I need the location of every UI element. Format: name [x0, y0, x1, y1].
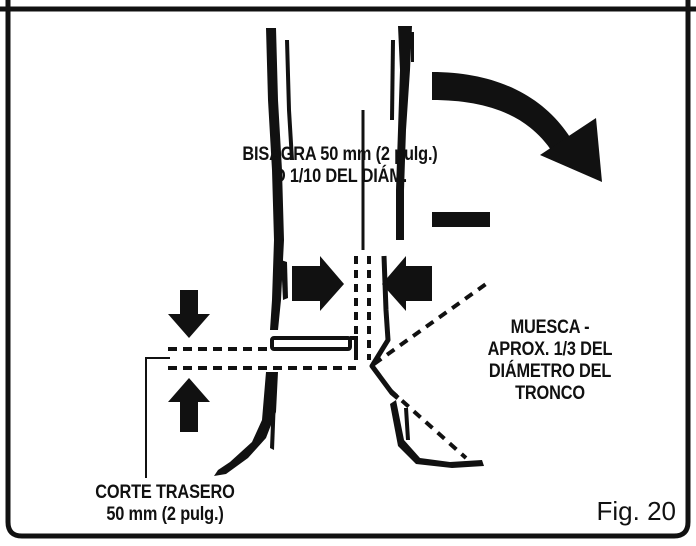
notch-label-line-3: DIÁMETRO DEL — [488, 361, 612, 382]
fall-direction-arrow — [432, 72, 602, 182]
backcut-arrow-down — [168, 290, 210, 338]
trunk-left-bark — [266, 28, 294, 330]
trunk-right-bark — [390, 26, 414, 240]
notch-label: MUESCA - APROX. 1/3 DEL DIÁMETRO DEL TRO… — [455, 317, 644, 405]
notch-cut — [369, 255, 488, 460]
notch-label-line-4: TRONCO — [515, 383, 585, 404]
backcut-height-dashes — [168, 347, 356, 370]
notch-label-line-1: MUESCA - — [510, 317, 590, 338]
hinge-label-line-1: BISAGRA 50 mm (2 pulg.) — [242, 144, 438, 165]
notch-label-line-2: APROX. 1/3 DEL — [487, 339, 613, 360]
backcut-arrow-up — [168, 378, 210, 432]
frame-border — [5, 0, 691, 539]
backcut-label-line-2: 50 mm (2 pulg.) — [106, 504, 224, 525]
hinge-label-line-2: O 1/10 DEL DIÁM. — [272, 166, 408, 187]
backcut-label: CORTE TRASERO 50 mm (2 pulg.) — [58, 482, 273, 526]
stump — [214, 372, 484, 476]
back-cut — [270, 336, 358, 360]
hinge-label: BISAGRA 50 mm (2 pulg.) O 1/10 DEL DIÁM. — [202, 144, 477, 188]
figure-number: Fig. 20 — [596, 496, 677, 526]
hinge-arrow-left — [292, 256, 344, 311]
wedge-stub — [432, 212, 490, 227]
hinge-arrow-right — [382, 256, 432, 311]
backcut-label-line-1: CORTE TRASERO — [95, 482, 235, 503]
backcut-leader-line — [145, 357, 170, 478]
